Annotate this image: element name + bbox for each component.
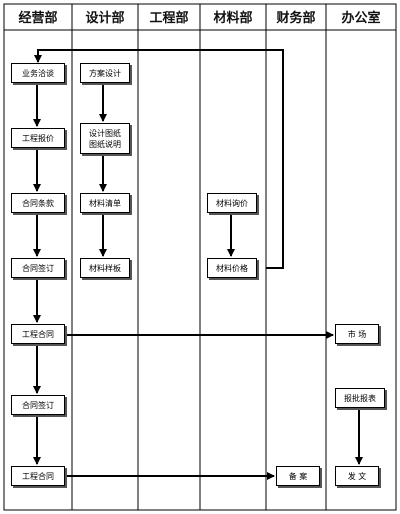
column-header-finance-dept: 财务部 <box>276 10 316 26</box>
node-design-drawing-line2: 图纸说明 <box>89 139 121 149</box>
node-contract-sign-1[interactable]: 合同签订 <box>11 258 65 278</box>
node-official-document[interactable]: 发 文 <box>335 466 379 486</box>
node-material-sample[interactable]: 材料样板 <box>80 258 130 278</box>
node-project-contract-2[interactable]: 工程合同 <box>11 466 65 486</box>
column-header-engineering-dept: 工程部 <box>149 10 189 26</box>
node-contract-terms[interactable]: 合同条款 <box>11 193 65 213</box>
column-header-materials-dept: 材料部 <box>213 10 253 26</box>
node-project-contract-1[interactable]: 工程合同 <box>11 324 65 344</box>
node-material-list[interactable]: 材料清单 <box>80 193 130 213</box>
node-project-quote[interactable]: 工程报价 <box>11 128 65 148</box>
node-plan-design[interactable]: 方案设计 <box>80 63 130 83</box>
node-filing[interactable]: 备 案 <box>276 466 320 486</box>
node-material-price[interactable]: 材料价格 <box>207 258 257 278</box>
node-material-inquiry[interactable]: 材料询价 <box>207 193 257 213</box>
column-header-office: 办公室 <box>341 10 381 26</box>
column-header-design-dept: 设计部 <box>85 10 125 26</box>
return-loop-connector <box>34 49 284 269</box>
node-contract-sign-2[interactable]: 合同签订 <box>11 395 65 415</box>
node-market[interactable]: 市 场 <box>335 324 379 344</box>
node-business-negotiation[interactable]: 业务洽谈 <box>11 63 65 83</box>
node-design-drawing-line1: 设计图纸 <box>89 128 121 138</box>
node-design-drawing[interactable]: 设计图纸 图纸说明 <box>80 123 130 154</box>
node-approval-report[interactable]: 报批报表 <box>335 388 385 408</box>
column-header-business-dept: 经营部 <box>18 10 58 26</box>
